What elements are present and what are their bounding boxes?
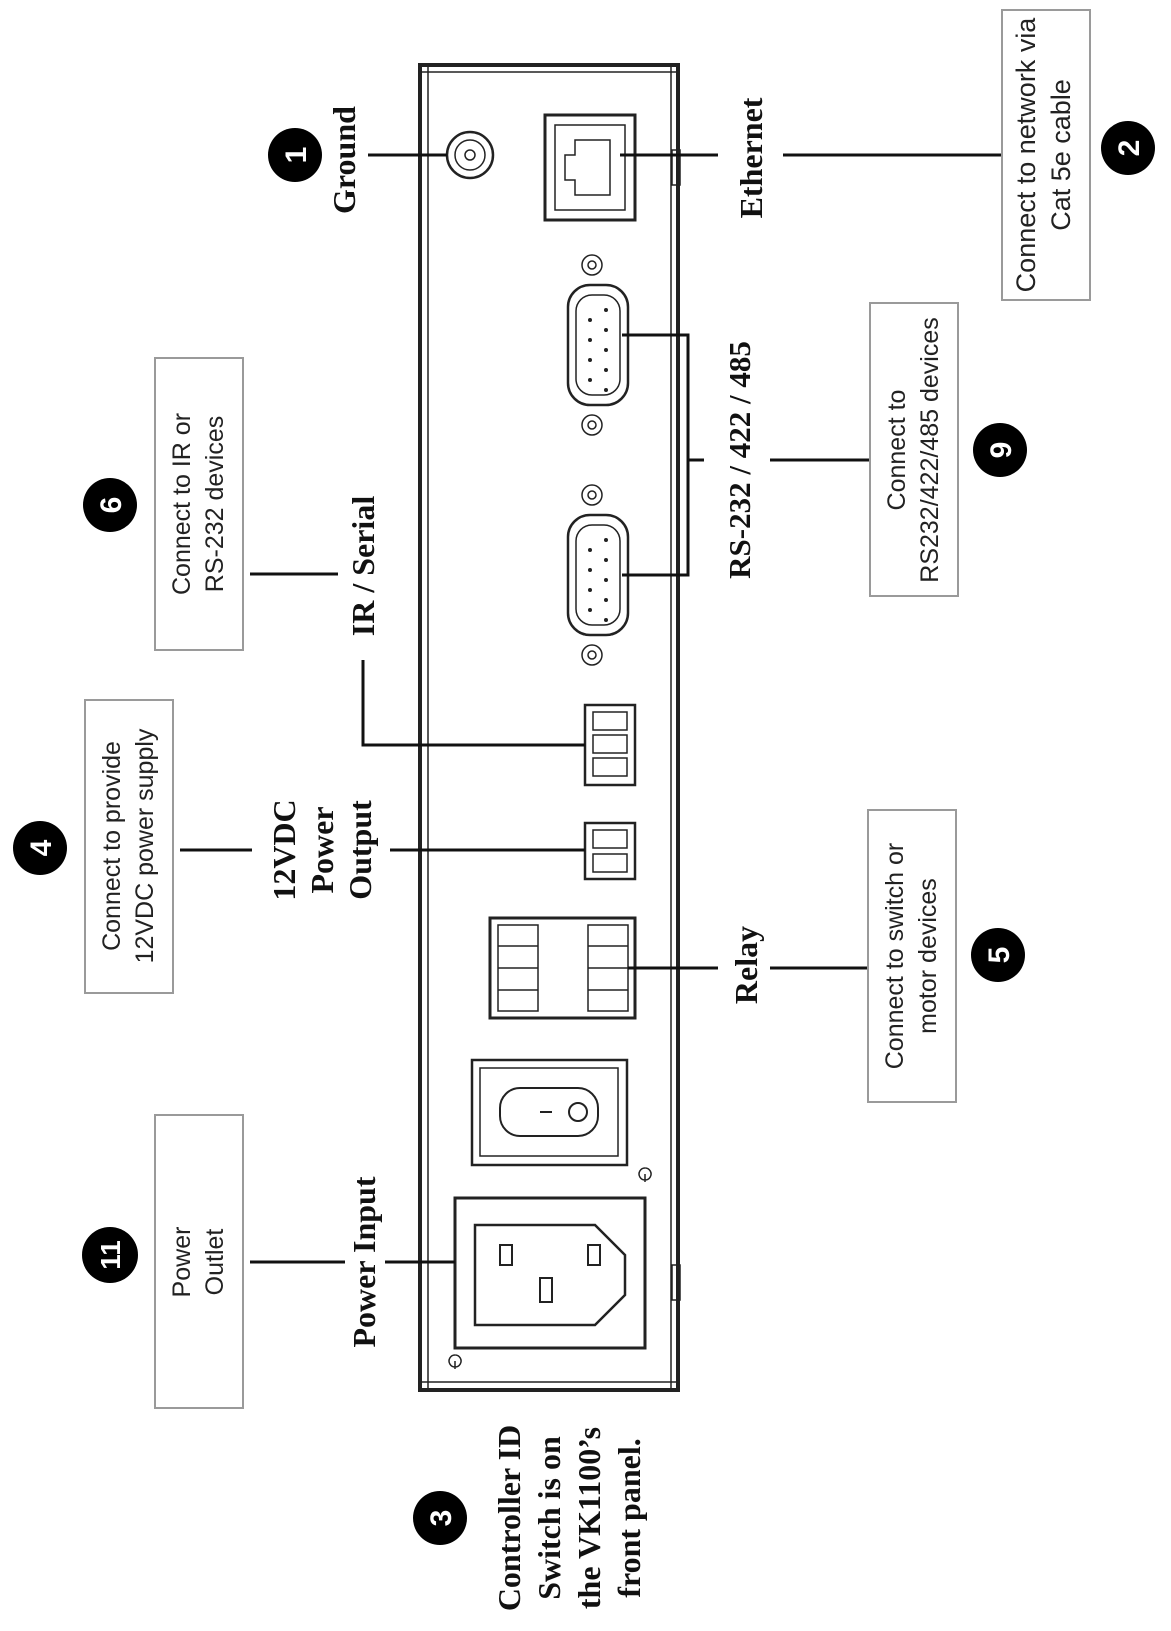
label-power-out-1: 12VDC [266, 799, 302, 900]
leader-ir-in [361, 660, 585, 747]
power-inlet [448, 1196, 647, 1369]
callout-box-11: Power Outlet [154, 1114, 244, 1409]
note-line-3: the VK1100’s [571, 1427, 607, 1609]
callout-9-line-2: RS232/422/485 devices [916, 317, 944, 582]
label-power-out-3: Output [342, 800, 378, 900]
db9-port-1 [566, 254, 630, 436]
badge-3-number: 3 [425, 1510, 458, 1527]
ir-serial-terminal [583, 703, 637, 787]
power-output-terminal [583, 821, 637, 881]
leader-rs-bracket [622, 333, 690, 577]
callout-11-line-2: Outlet [201, 1229, 229, 1296]
callout-6-line-1: Connect to IR or [168, 413, 196, 595]
label-ir-serial: IR / Serial [345, 496, 381, 637]
callout-2-line-2: Cat 5e cable [1046, 79, 1076, 231]
callout-box-2: Connect to network via Cat 5e cable [1001, 9, 1091, 301]
badge-1: 1 [268, 128, 322, 182]
badge-2: 2 [1101, 121, 1155, 175]
badge-1-number: 1 [280, 147, 313, 164]
note-line-1: Controller ID [491, 1425, 527, 1611]
badge-3: 3 [413, 1491, 467, 1545]
badge-4-number: 4 [25, 839, 58, 856]
label-rs: RS-232 / 422 / 485 [722, 341, 757, 579]
callout-4-line-2: 12VDC power supply [131, 728, 159, 963]
badge-9-number: 9 [985, 442, 1018, 459]
callout-11-line-1: Power [168, 1227, 196, 1298]
callout-6-line-2: RS-232 devices [201, 416, 229, 592]
db9-port-2 [566, 484, 630, 666]
relay-terminal [488, 916, 637, 1020]
label-ethernet: Ethernet [733, 97, 769, 218]
badge-11: 11 [82, 1227, 138, 1283]
badge-2-number: 2 [1113, 140, 1146, 157]
callout-5-line-1: Connect to switch or [881, 843, 909, 1070]
callout-2-line-1: Connect to network via [1011, 17, 1041, 293]
callout-4-line-1: Connect to provide [98, 741, 126, 951]
label-power-input: Power Input [346, 1176, 382, 1347]
note-line-4: front panel. [611, 1438, 647, 1597]
badge-6: 6 [83, 478, 137, 532]
label-relay: Relay [728, 926, 764, 1004]
ground-screw [445, 130, 495, 180]
badge-9: 9 [973, 423, 1027, 477]
callout-box-6: Connect to IR or RS-232 devices [154, 357, 244, 651]
label-ground: Ground [326, 106, 362, 214]
callout-box-9: Connect to RS232/422/485 devices [869, 302, 959, 597]
callout-9-line-1: Connect to [883, 390, 911, 511]
leader-lines [180, 153, 1002, 1264]
callout-box-5: Connect to switch or motor devices [867, 809, 957, 1103]
note-line-2: Switch is on [531, 1436, 567, 1600]
power-switch [470, 1058, 652, 1182]
label-power-out-2: Power [304, 806, 340, 893]
badge-11-number: 11 [95, 1240, 126, 1270]
badge-4: 4 [13, 821, 67, 875]
badge-6-number: 6 [95, 497, 128, 514]
ethernet-port [543, 113, 637, 222]
callout-box-4: Connect to provide 12VDC power supply [84, 699, 174, 994]
badge-5: 5 [971, 928, 1025, 982]
badge-5-number: 5 [983, 947, 1016, 964]
callout-5-line-2: motor devices [914, 878, 942, 1034]
device-body [418, 63, 681, 1392]
